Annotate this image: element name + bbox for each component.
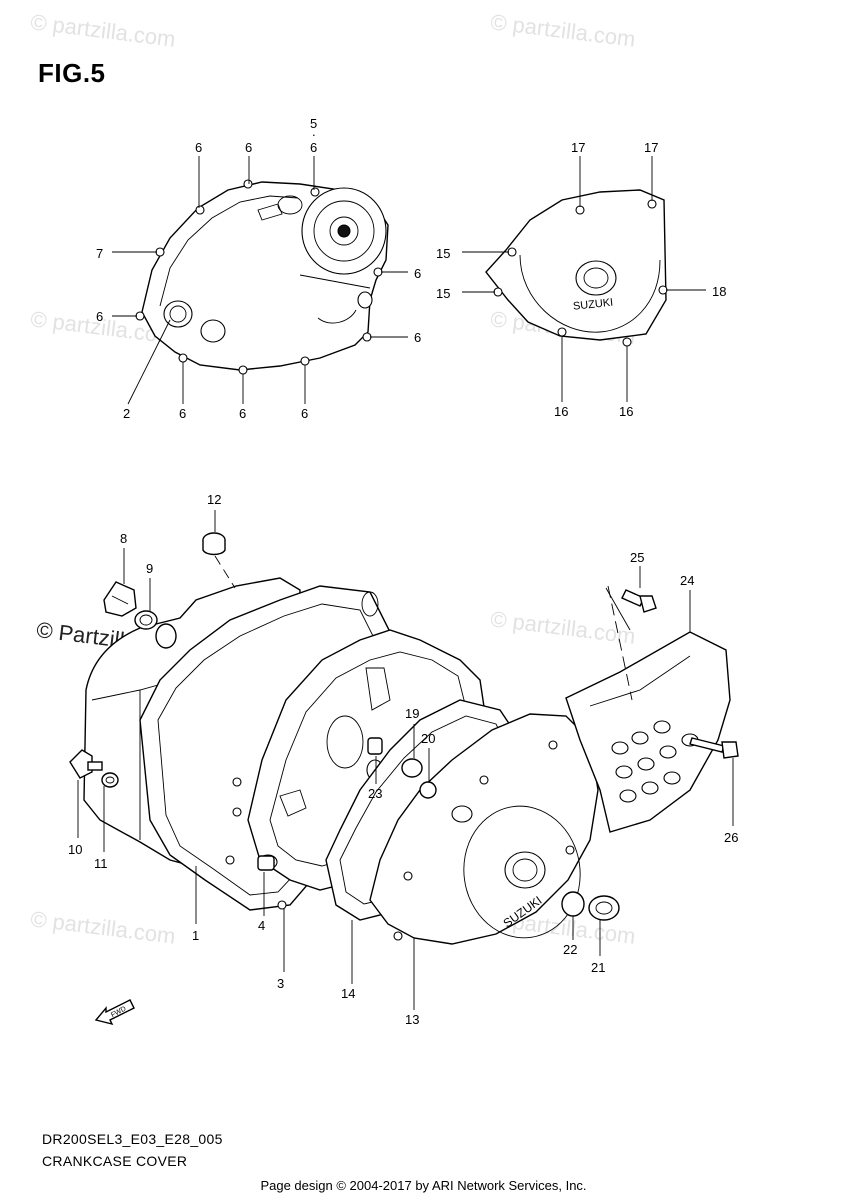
callout-3: 3 <box>277 976 284 991</box>
callout-16: 16 <box>619 404 633 419</box>
callout-6: 6 <box>239 406 246 421</box>
cover-brand-text: SUZUKI <box>572 297 613 313</box>
callout-9: 9 <box>146 561 153 576</box>
callout-7: 7 <box>96 246 103 261</box>
callout-17: 17 <box>644 140 658 155</box>
footer-copyright: Page design © 2004-2017 by ARI Network S… <box>260 1178 587 1193</box>
callout-6: 6 <box>301 406 308 421</box>
diagram-name: CRANKCASE COVER <box>42 1153 188 1169</box>
callout-17: 17 <box>571 140 585 155</box>
leader-lines-upper-left <box>112 156 408 405</box>
callout-16: 16 <box>554 404 568 419</box>
callout-21: 21 <box>591 960 605 975</box>
callout-4: 4 <box>258 918 265 933</box>
callout-6: 6 <box>195 140 202 155</box>
magneto-cover: SUZUKI <box>369 713 599 945</box>
callout-23: 23 <box>368 786 382 801</box>
fwd-label: FWD <box>110 1006 127 1020</box>
leader-lines-lower <box>77 510 734 1010</box>
callout-6: 6 <box>96 309 103 324</box>
callout-6: 6 <box>414 266 421 281</box>
callout-13: 13 <box>405 1012 419 1027</box>
callout-6: 6 <box>310 140 317 155</box>
callout-24: 24 <box>680 573 694 588</box>
clutch-cover-upper <box>135 179 389 375</box>
callout-6: 6 <box>414 330 421 345</box>
callout-18: 18 <box>712 284 726 299</box>
callout-6: 6 <box>179 406 186 421</box>
leader-lines-upper-right <box>462 156 706 402</box>
small-parts <box>69 532 739 921</box>
magneto-cover-upper: SUZUKI <box>485 189 668 347</box>
forward-direction-arrow: FWD <box>94 999 135 1026</box>
callout-15: 15 <box>436 286 450 301</box>
callout-22: 22 <box>563 942 577 957</box>
callout-6: 6 <box>245 140 252 155</box>
sprocket-cover-vents <box>611 720 699 803</box>
callout-25: 25 <box>630 550 644 565</box>
callout-5: 5 <box>310 116 317 131</box>
callout-11: 11 <box>94 856 108 871</box>
callout-1: 1 <box>192 928 199 943</box>
callout-15: 15 <box>436 246 450 261</box>
callout-8: 8 <box>120 531 127 546</box>
callout-5-dot: . <box>312 124 316 139</box>
callout-2: 2 <box>123 406 130 421</box>
callout-10: 10 <box>68 842 82 857</box>
callout-20: 20 <box>421 731 435 746</box>
callout-12: 12 <box>207 492 221 507</box>
callout-26: 26 <box>724 830 738 845</box>
sprocket-cover <box>565 631 731 833</box>
diagram-code: DR200SEL3_E03_E28_005 <box>42 1131 223 1147</box>
callout-14: 14 <box>341 986 355 1001</box>
callout-19: 19 <box>405 706 419 721</box>
figure-label: FIG.5 <box>38 58 106 88</box>
